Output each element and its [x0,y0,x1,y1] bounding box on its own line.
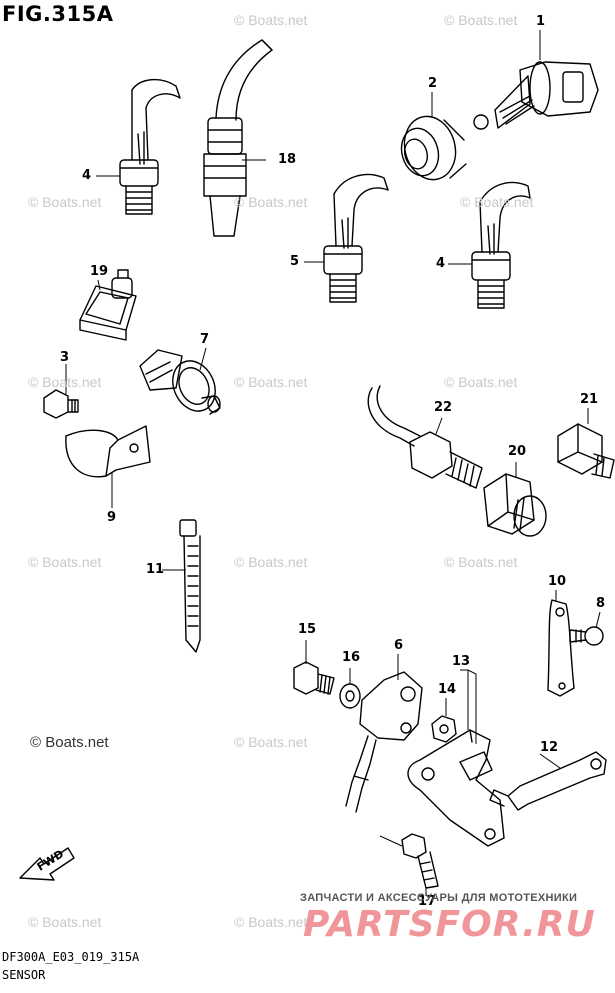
part-16-washer [339,683,361,709]
watermark: © Boats.net [28,194,102,210]
part-21-plug [557,423,615,479]
callout-18: 18 [278,152,297,167]
part-14-nut [431,715,457,743]
callout-10: 10 [548,574,567,589]
part-10-bracket [547,599,575,697]
callout-4: 4 [82,168,92,183]
part-17-bolt [401,833,439,889]
watermark: © Boats.net [28,914,102,930]
callout-9: 9 [107,510,117,525]
part-5-sensor [323,173,389,303]
callout-16: 16 [342,650,361,665]
part-15-bolt [293,661,335,695]
watermark: © Boats.net [234,914,308,930]
promo-logo: PARTSFOR.RU [303,904,596,945]
callout-1: 1 [536,14,546,29]
watermark: © Boats.net [444,554,518,570]
part-1-sensor [473,61,599,130]
watermark: © Boats.net [460,194,534,210]
watermark: © Boats.net [28,554,102,570]
callout-2: 2 [428,76,438,91]
callout-4: 4 [436,256,446,271]
part-12-link [489,751,607,811]
watermark: © Boats.net [30,734,109,751]
part-8-screw [569,626,604,646]
watermark: © Boats.net [234,734,308,750]
callout-17: 17 [418,894,437,909]
part-13-bracket [407,729,505,847]
part-19-clip [79,269,137,341]
callout-13: 13 [452,654,471,669]
callout-3: 3 [60,350,70,365]
watermark: © Boats.net [234,374,308,390]
part-6-sensor [345,671,423,813]
part-22-sensor [367,385,483,489]
callout-14: 14 [438,682,457,697]
watermark: © Boats.net [28,374,102,390]
callout-20: 20 [508,444,527,459]
watermark: © Boats.net [234,194,308,210]
callout-6: 6 [394,638,404,653]
footer-code: DF300A_E03_019_315A [2,950,140,964]
part-11-cable-tie [179,519,201,653]
callout-22: 22 [434,400,453,415]
watermark: © Boats.net [234,12,308,28]
part-4-sensor-a [119,79,181,215]
footer-caption: SENSOR [2,968,46,982]
callout-5: 5 [290,254,300,269]
part-9-clamp [65,425,151,478]
callout-21: 21 [580,392,599,407]
callout-15: 15 [298,622,317,637]
callout-19: 19 [90,264,109,279]
watermark: © Boats.net [444,374,518,390]
part-7-pressure-switch [139,349,221,415]
part-2-grommet [400,115,467,181]
fwd-arrow [19,847,75,881]
watermark: © Boats.net [234,554,308,570]
part-3-bolt [43,389,79,419]
watermark: © Boats.net [444,12,518,28]
callout-12: 12 [540,740,559,755]
part-20-fitting [483,473,547,537]
callout-11: 11 [146,562,165,577]
callout-7: 7 [200,332,210,347]
promo-tagline: ЗАПЧАСТИ И АКСЕССУАРЫ ДЛЯ МОТОТЕХНИКИ [300,892,578,904]
part-18-sensor [203,39,273,237]
figure-title: FIG.315A [2,2,114,26]
part-4-sensor-b [471,181,531,309]
callout-8: 8 [596,596,606,611]
